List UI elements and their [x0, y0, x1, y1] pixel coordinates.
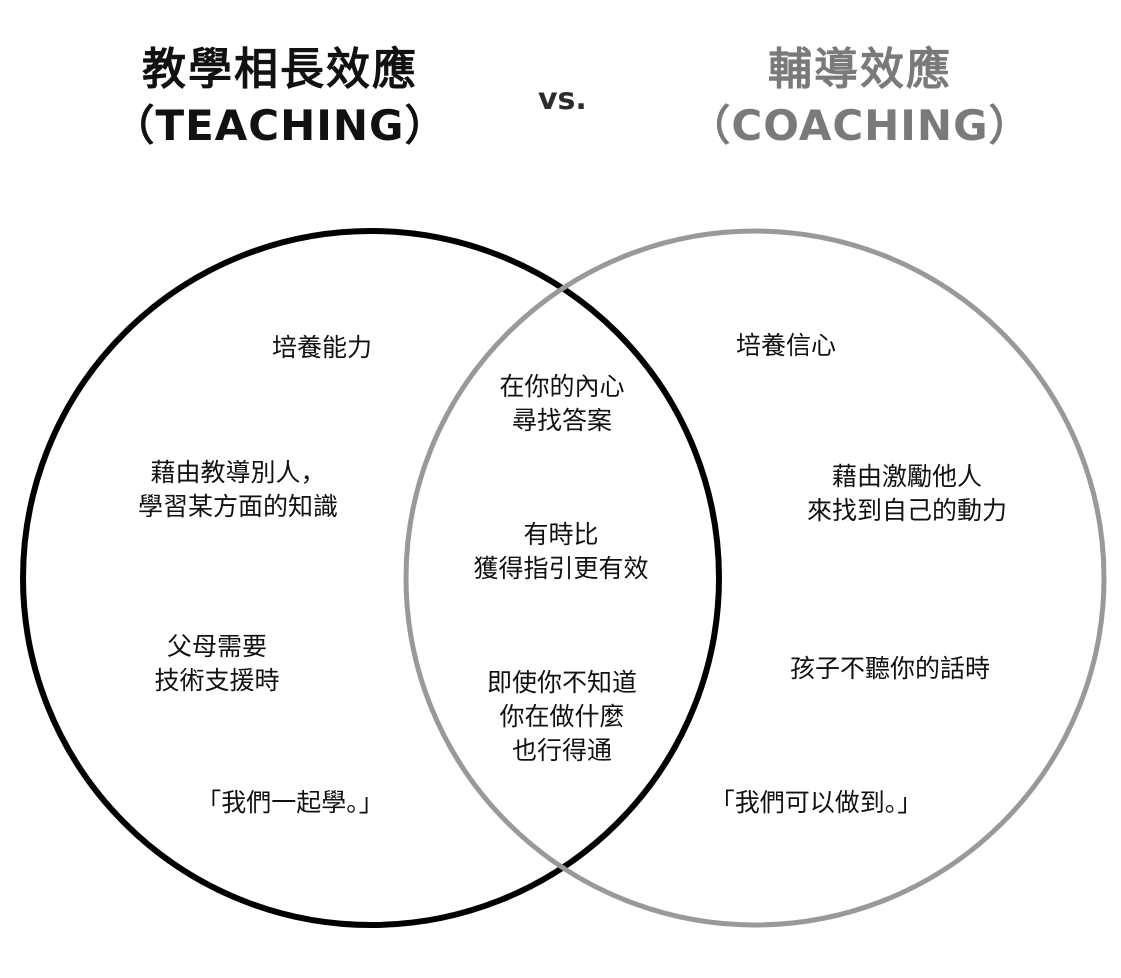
label-line: 即使你不知道 — [486, 668, 638, 697]
teaching-title: 教學相長效應 （TEACHING） — [100, 44, 460, 151]
label-line: 也行得通 — [511, 736, 613, 765]
label-text: 「我們一起學。」 — [196, 788, 384, 817]
label-text: 培養信心 — [735, 331, 837, 360]
label-line: 學習某方面的知識 — [137, 492, 339, 521]
coaching-item-child-not-listening: 孩子不聽你的話時 — [790, 652, 990, 686]
coaching-title-en: （COACHING） — [688, 100, 1032, 150]
label-line: 尋找答案 — [511, 406, 613, 435]
coaching-item-build-confidence: 培養信心 — [736, 329, 836, 363]
label-line: 獲得指引更有效 — [473, 554, 649, 583]
label-line: 藉由教導別人， — [150, 458, 326, 487]
teaching-item-build-ability: 培養能力 — [272, 331, 372, 365]
label-text: 培養能力 — [271, 333, 373, 362]
label-line: 藉由激勵他人 — [831, 462, 983, 491]
coaching-item-quote: 「我們可以做到。」 — [710, 786, 923, 820]
coaching-circle — [403, 228, 1107, 928]
label-line: 來找到自己的動力 — [806, 496, 1008, 525]
teaching-title-en: （TEACHING） — [112, 100, 448, 150]
coaching-item-motivate-others: 藉由激勵他人 來找到自己的動力 — [807, 460, 1007, 528]
vs-label: vs. — [538, 82, 587, 117]
overlap-item-more-effective: 有時比 獲得指引更有效 — [473, 518, 648, 586]
coaching-title-zh: 輔導效應 — [768, 44, 952, 95]
label-line: 有時比 — [523, 520, 599, 549]
label-line: 父母需要 — [166, 632, 268, 661]
label-text: 「我們可以做到。」 — [709, 788, 923, 817]
teaching-circle — [20, 228, 722, 928]
teaching-title-zh: 教學相長效應 — [142, 44, 418, 95]
overlap-item-find-answers: 在你的內心 尋找答案 — [499, 370, 624, 438]
label-line: 技術支援時 — [154, 666, 280, 695]
teaching-item-quote: 「我們一起學。」 — [196, 786, 384, 820]
overlap-item-works-anyway: 即使你不知道 你在做什麼 也行得通 — [487, 666, 637, 768]
coaching-title: 輔導效應 （COACHING） — [680, 44, 1040, 151]
label-line: 你在做什麼 — [499, 702, 625, 731]
teaching-item-learn-by-teaching: 藉由教導別人， 學習某方面的知識 — [138, 456, 338, 524]
label-line: 在你的內心 — [499, 372, 625, 401]
label-text: 孩子不聽你的話時 — [789, 654, 991, 683]
teaching-item-tech-support: 父母需要 技術支援時 — [154, 630, 279, 698]
